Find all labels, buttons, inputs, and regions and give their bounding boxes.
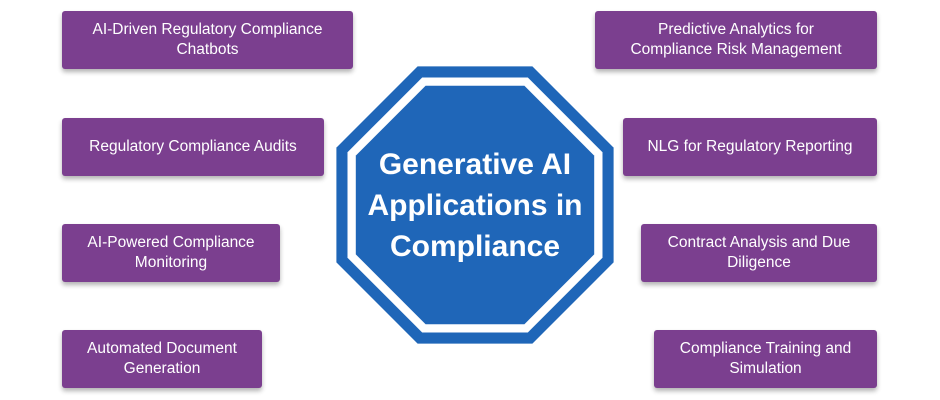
node-label-line: Diligence	[727, 254, 791, 271]
node-contract-analysis-due-diligence: Contract Analysis and Due Diligence	[641, 224, 877, 282]
central-title-line: Generative AI	[378, 147, 572, 181]
node-label-line: Simulation	[729, 360, 802, 377]
node-label-line: Chatbots	[176, 41, 239, 58]
central-title-line: Applications in	[367, 188, 583, 222]
node-ai-powered-compliance-monitoring: AI-Powered Compliance Monitoring	[62, 224, 280, 282]
node-nlg-regulatory-reporting: NLG for Regulatory Reporting	[623, 118, 877, 176]
node-label-line: Contract Analysis and Due	[667, 234, 851, 251]
node-label-line: Generation	[123, 360, 201, 377]
central-title-line: Compliance	[389, 229, 561, 263]
node-ai-driven-regulatory-compliance-chatbots: AI-Driven Regulatory Compliance Chatbots	[62, 11, 353, 69]
central-title: Generative AI Applications in Compliance	[325, 55, 625, 355]
node-compliance-training-simulation: Compliance Training and Simulation	[654, 330, 877, 388]
node-automated-document-generation: Automated Document Generation	[62, 330, 262, 388]
node-label-line: NLG for Regulatory Reporting	[647, 138, 853, 155]
octagon-shape	[336, 66, 614, 344]
node-label-line: AI-Powered Compliance	[87, 234, 255, 251]
node-label-line: Regulatory Compliance Audits	[89, 138, 297, 155]
central-octagon: Generative AI Applications in Compliance	[325, 55, 625, 355]
node-label-line: AI-Driven Regulatory Compliance	[92, 21, 323, 38]
node-label-line: Automated Document	[87, 340, 237, 357]
node-predictive-analytics-compliance-risk: Predictive Analytics for Compliance Risk…	[595, 11, 877, 69]
node-label-line: Compliance Training and	[679, 340, 852, 357]
node-regulatory-compliance-audits: Regulatory Compliance Audits	[62, 118, 324, 176]
node-label-line: Monitoring	[134, 254, 208, 271]
octagon-inner	[355, 85, 595, 325]
node-label-line: Predictive Analytics for	[658, 21, 814, 38]
node-label-line: Compliance Risk Management	[630, 41, 842, 58]
